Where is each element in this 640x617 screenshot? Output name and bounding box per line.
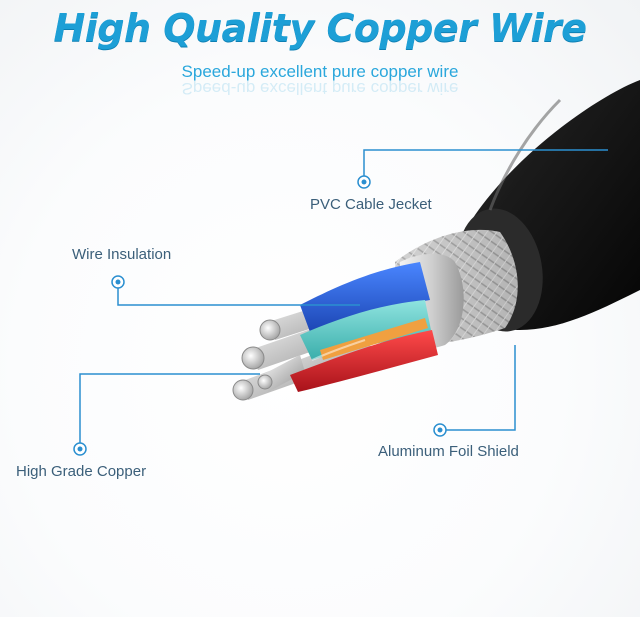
label-high-grade-copper: High Grade Copper (16, 463, 146, 480)
label-aluminum-foil-shield: Aluminum Foil Shield (378, 443, 519, 460)
label-pvc-jacket: PVC Cable Jecket (310, 196, 432, 213)
callout-high-grade-copper-line (74, 374, 260, 455)
insulated-wires (290, 262, 438, 392)
label-wire-insulation: Wire Insulation (72, 246, 171, 263)
callout-aluminum-foil-line (434, 345, 515, 436)
